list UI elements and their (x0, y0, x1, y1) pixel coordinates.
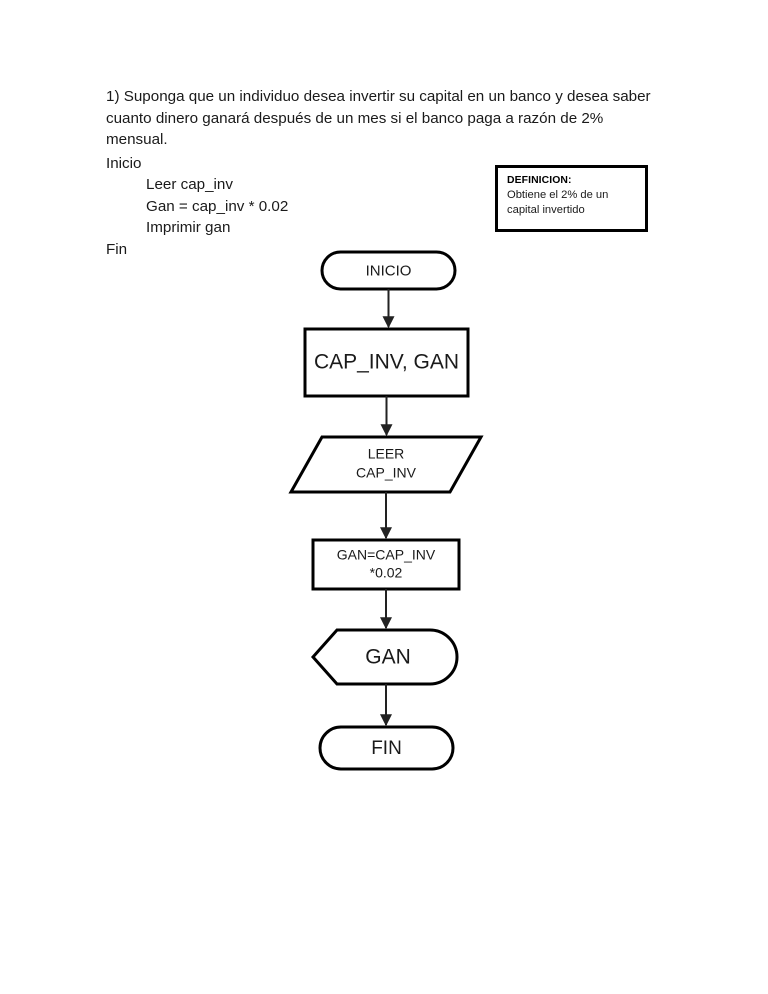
pseudocode-line-gan: Gan = cap_inv * 0.02 (146, 197, 289, 215)
definition-line-1: Obtiene el 2% de un (507, 189, 609, 201)
assign-label-line-2: *0.02 (370, 565, 403, 581)
definition-callout: DEFINICION: Obtiene el 2% de un capital … (495, 165, 648, 232)
node-start: INICIO (320, 250, 457, 291)
pseudocode-line-leer: Leer cap_inv (146, 176, 233, 193)
pseudocode-line-inicio: Inicio (106, 154, 142, 172)
read-parallelogram-shape (288, 435, 484, 494)
statement-paragraph: 1) Suponga que un individuo desea invert… (106, 88, 651, 148)
node-end: FIN (318, 725, 455, 771)
output-label: GAN (365, 646, 411, 669)
definition-title: DEFINICION: (507, 175, 572, 186)
declare-process-shape (303, 327, 470, 398)
pseudocode-line-imprimir: Imprimir gan (146, 219, 231, 236)
read-label-line-1: LEER (368, 446, 405, 462)
end-terminator-shape (318, 725, 455, 771)
output-display-shape (310, 628, 459, 686)
read-label-line-2: CAP_INV (356, 465, 417, 481)
problem-statement: 1) Suponga que un individuo desea invert… (106, 86, 668, 260)
node-declare: CAP_INV, GAN (303, 327, 470, 398)
definition-line-2: capital invertido (507, 204, 585, 216)
pseudocode-line-fin: Fin (106, 240, 128, 258)
declare-label: CAP_INV, GAN (314, 351, 459, 374)
node-assign: GAN=CAP_INV *0.02 (311, 538, 461, 591)
assign-label-line-1: GAN=CAP_INV (337, 547, 436, 563)
start-label: INICIO (366, 262, 412, 279)
node-read: LEER CAP_INV (288, 435, 484, 494)
end-label: FIN (371, 738, 402, 759)
node-output: GAN (310, 628, 459, 686)
pseudocode-block: Inicio Leer cap_inv Gan = cap_inv * 0.02… (106, 153, 668, 261)
